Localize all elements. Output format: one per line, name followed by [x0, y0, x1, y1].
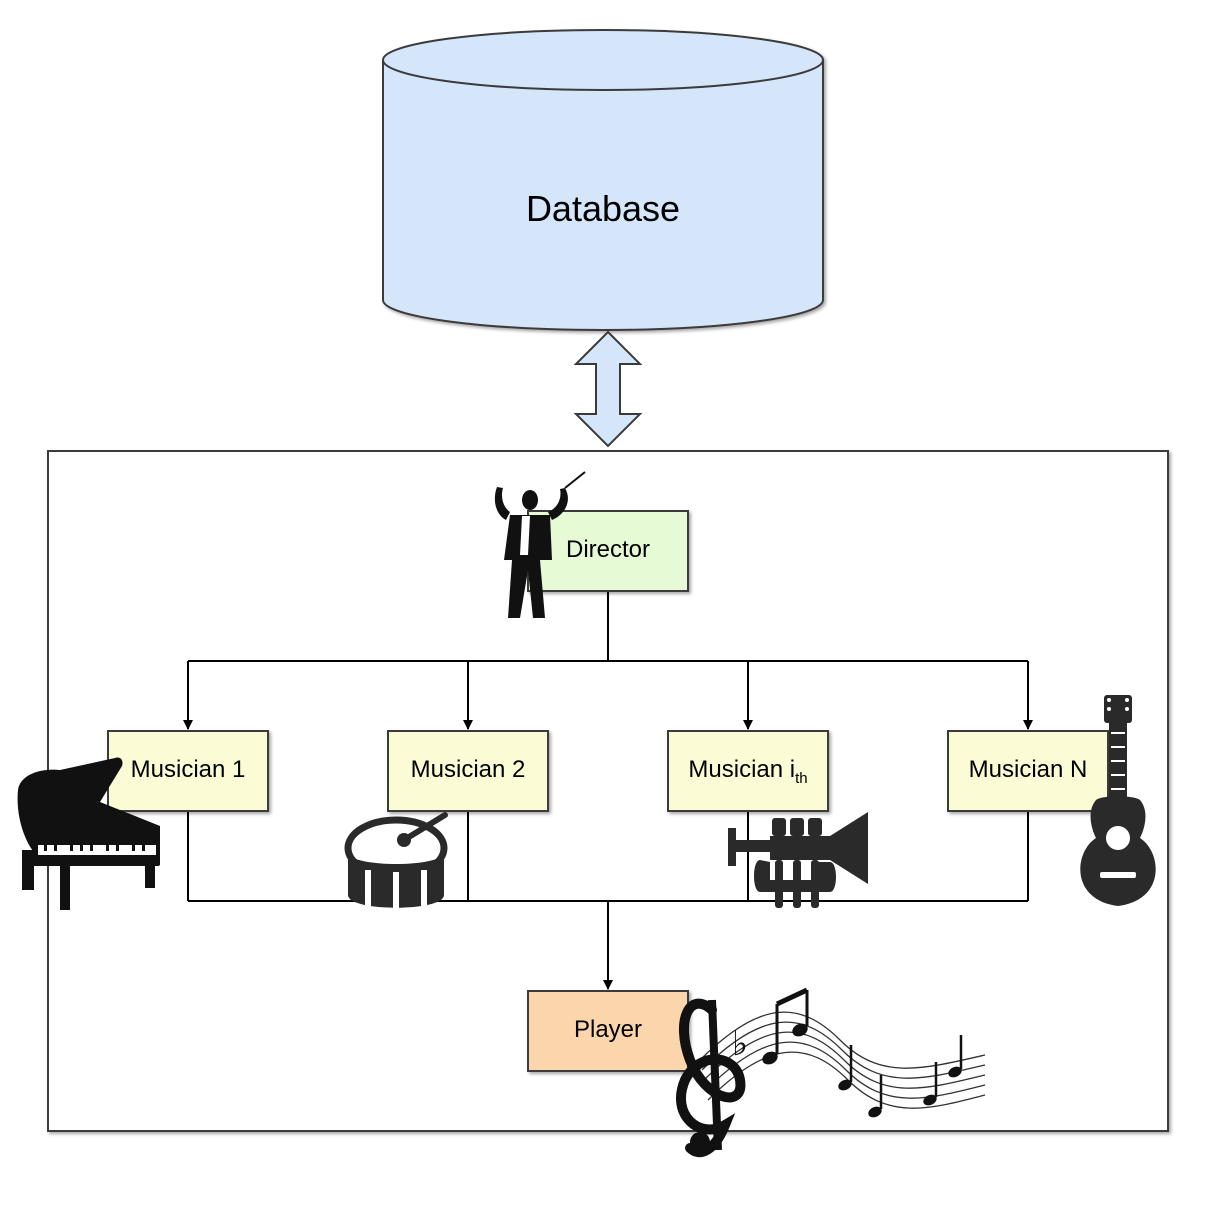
player-connectors — [187, 811, 1029, 990]
director-connectors — [183, 591, 1033, 730]
director-node[interactable] — [527, 510, 689, 592]
musician-ith-subscript: th — [795, 770, 808, 787]
musician-label: Musician 1 — [131, 756, 246, 783]
conductor-icon — [494, 471, 586, 618]
player-label: Player — [574, 1016, 642, 1043]
guitar-icon — [1080, 695, 1156, 906]
musician-label-ith: Musician ith — [688, 756, 807, 787]
trumpet-icon — [728, 812, 868, 908]
director-label: Director — [566, 536, 650, 563]
music-notes-icon: ♭ — [676, 987, 986, 1158]
svg-text:♭: ♭ — [732, 1024, 748, 1064]
musician-node[interactable] — [107, 730, 269, 812]
piano-icon — [17, 757, 160, 910]
musician-label: Musician N — [969, 756, 1088, 783]
database-double-arrow — [573, 330, 643, 448]
musician-node[interactable] — [947, 730, 1109, 812]
musician-node[interactable] — [667, 730, 829, 812]
database-label: Database — [526, 188, 680, 229]
musician-ith-main: Musician i — [688, 756, 795, 783]
musician-node[interactable] — [387, 730, 549, 812]
drum-icon — [344, 812, 448, 912]
musician-label: Musician 2 — [411, 756, 526, 783]
database-node[interactable] — [382, 29, 824, 331]
player-node[interactable] — [527, 990, 689, 1072]
